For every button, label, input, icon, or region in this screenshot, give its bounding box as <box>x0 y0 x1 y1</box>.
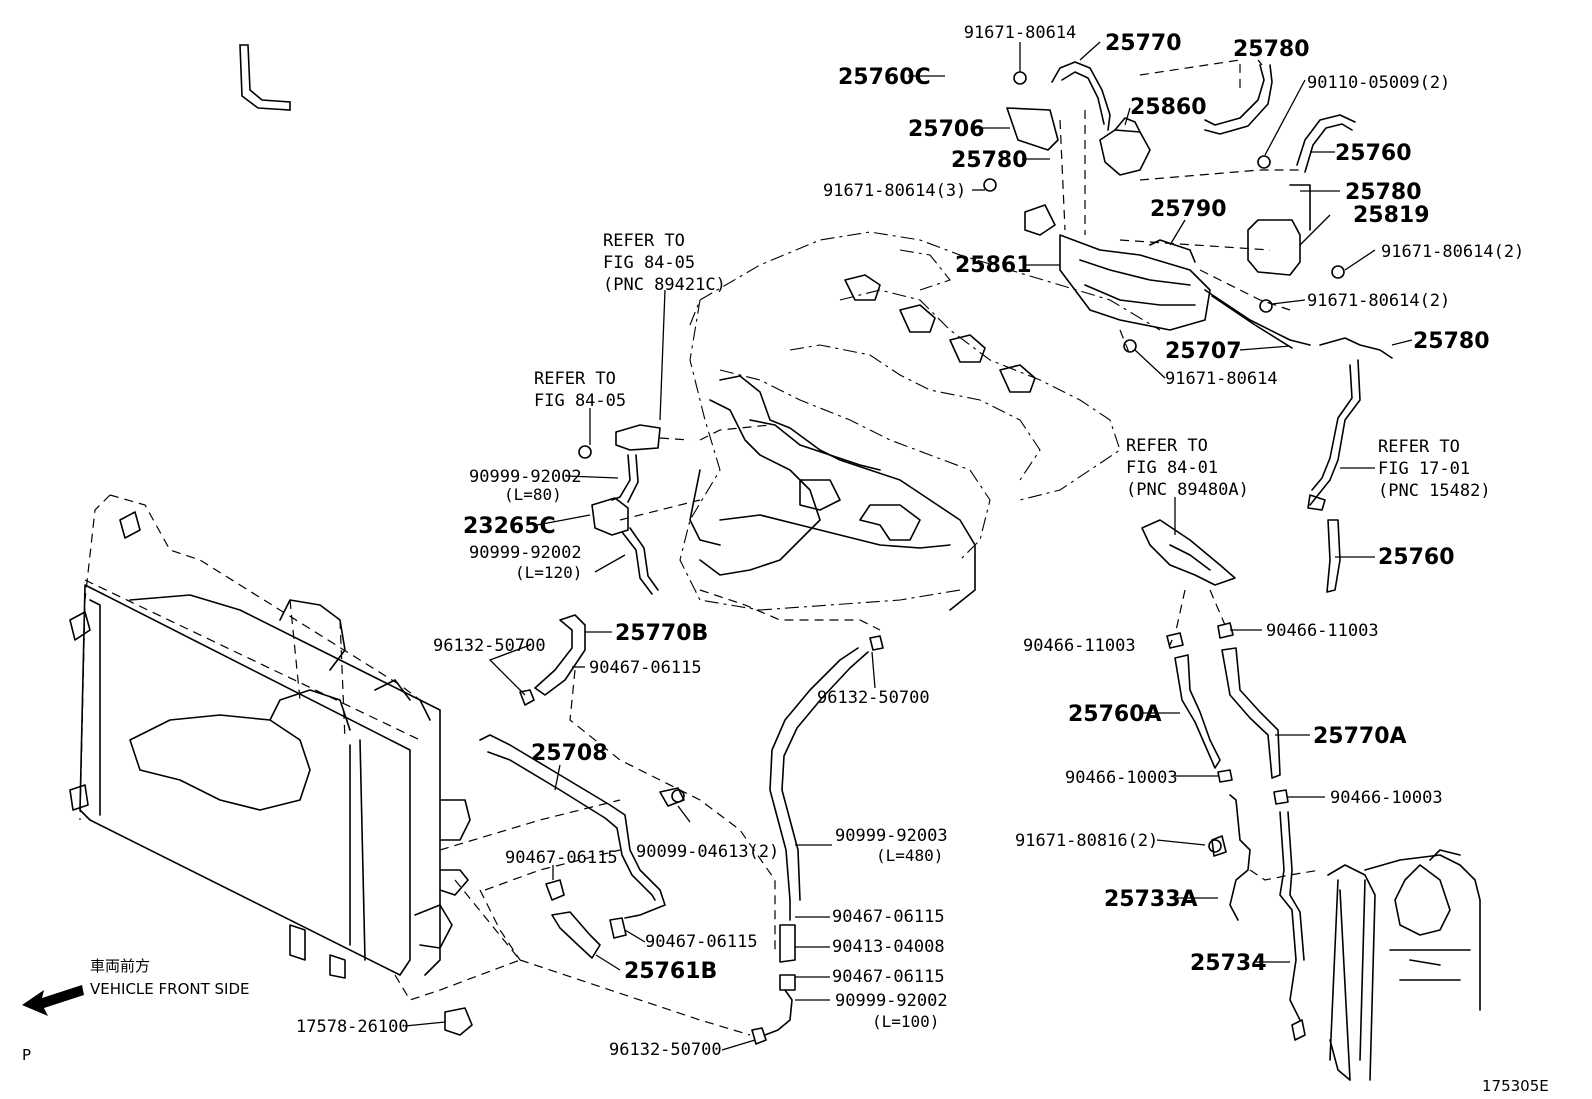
part-label: 25760 <box>1335 141 1412 166</box>
part-label: 25760A <box>1068 702 1162 727</box>
part-label: 25780 <box>951 148 1028 173</box>
figure-id: 175305E <box>1482 1077 1549 1095</box>
part-label: 17578-26100 <box>296 1017 409 1037</box>
part-label: 25780 <box>1413 329 1490 354</box>
part-label: 90467-06115 <box>589 658 702 678</box>
part-label: 91671-80614(2) <box>1307 291 1450 311</box>
reference-notes: REFER TO FIG 84-05 (PNC 89421C) REFER TO… <box>534 231 1491 501</box>
radiator <box>69 494 521 1036</box>
part-label: 25761B <box>624 959 717 984</box>
reference-line: (PNC 89480A) <box>1126 480 1249 500</box>
part-label: 90466-11003 <box>1023 636 1136 656</box>
part-label: 90099-04613(2) <box>636 842 779 862</box>
part-label: (L=120) <box>515 563 582 582</box>
part-label: 25860 <box>1130 95 1207 120</box>
part-label: 25780 <box>1233 37 1310 62</box>
part-label: 25706 <box>908 117 985 142</box>
reference-line: (PNC 15482) <box>1378 481 1491 501</box>
part-label: 90999-92002 <box>469 467 582 487</box>
part-label: 91671-80614 <box>1165 369 1278 389</box>
reference-line: FIG 84-05 <box>534 391 626 411</box>
part-label: 90110-05009(2) <box>1307 73 1450 93</box>
part-label: 25734 <box>1190 951 1267 976</box>
part-label: 90466-11003 <box>1266 621 1379 641</box>
part-label: 25861 <box>955 253 1032 278</box>
part-label: (L=480) <box>876 846 943 865</box>
part-label: 25707 <box>1165 339 1242 364</box>
part-label: 25770B <box>615 621 708 646</box>
part-label: 90999-92002 <box>835 991 948 1011</box>
part-label: 25780 <box>1345 180 1422 205</box>
part-labels: 91671-80614 25770 25780 25760C 90110-050… <box>296 23 1524 1060</box>
part-label: 96132-50700 <box>433 636 546 656</box>
part-label: 25760 <box>1378 545 1455 570</box>
reference-line: FIG 84-05 <box>603 253 695 273</box>
direction-label-jp: 車両前方 <box>90 957 150 975</box>
part-label: 23265C <box>463 514 556 539</box>
part-label: 91671-80614(3) <box>823 181 966 201</box>
part-label: 25760C <box>838 65 931 90</box>
reference-line: REFER TO <box>534 369 616 389</box>
part-label: 91671-80614(2) <box>1381 242 1524 262</box>
part-label: 90467-06115 <box>832 967 945 987</box>
bolts <box>578 71 1345 853</box>
part-label: (L=100) <box>872 1012 939 1031</box>
part-label: 25819 <box>1353 203 1430 228</box>
vsv-assembly <box>239 44 1393 593</box>
reference-line: REFER TO <box>1378 437 1460 457</box>
part-label: 90466-10003 <box>1065 768 1178 788</box>
part-label: 25770 <box>1105 31 1182 56</box>
lower-right-hoses <box>1141 519 1481 1081</box>
part-label: 90467-06115 <box>832 907 945 927</box>
footer-text: 車両前方 VEHICLE FRONT SIDE P 175305E <box>22 957 1549 1095</box>
reference-line: REFER TO <box>603 231 685 251</box>
part-label: 90466-10003 <box>1330 788 1443 808</box>
part-label: 90467-06115 <box>505 848 618 868</box>
part-label: 96132-50700 <box>609 1040 722 1060</box>
part-label: 90413-04008 <box>832 937 945 957</box>
part-label: 25733A <box>1104 887 1198 912</box>
direction-label-en: VEHICLE FRONT SIDE <box>90 980 250 998</box>
part-label: 90999-92002 <box>469 543 582 563</box>
vacuum-hoses <box>439 424 884 1045</box>
part-label: (L=80) <box>504 485 562 504</box>
corner-mark: P <box>22 1046 31 1064</box>
part-label: 91671-80614 <box>964 23 1077 43</box>
part-label: 96132-50700 <box>817 688 930 708</box>
reference-line: (PNC 89421C) <box>603 275 726 295</box>
reference-line: REFER TO <box>1126 436 1208 456</box>
vehicle-front-arrow <box>22 985 84 1016</box>
reference-line: FIG 84-01 <box>1126 458 1218 478</box>
part-label: 25790 <box>1150 197 1227 222</box>
part-label: 25770A <box>1313 724 1407 749</box>
part-label: 91671-80816(2) <box>1015 831 1158 851</box>
part-label: 90467-06115 <box>645 932 758 952</box>
part-label: 90999-92003 <box>835 826 948 846</box>
leader-lines <box>404 41 1413 1051</box>
part-label: 25708 <box>531 741 608 766</box>
reference-line: FIG 17-01 <box>1378 459 1470 479</box>
engine-outline <box>679 231 1161 611</box>
